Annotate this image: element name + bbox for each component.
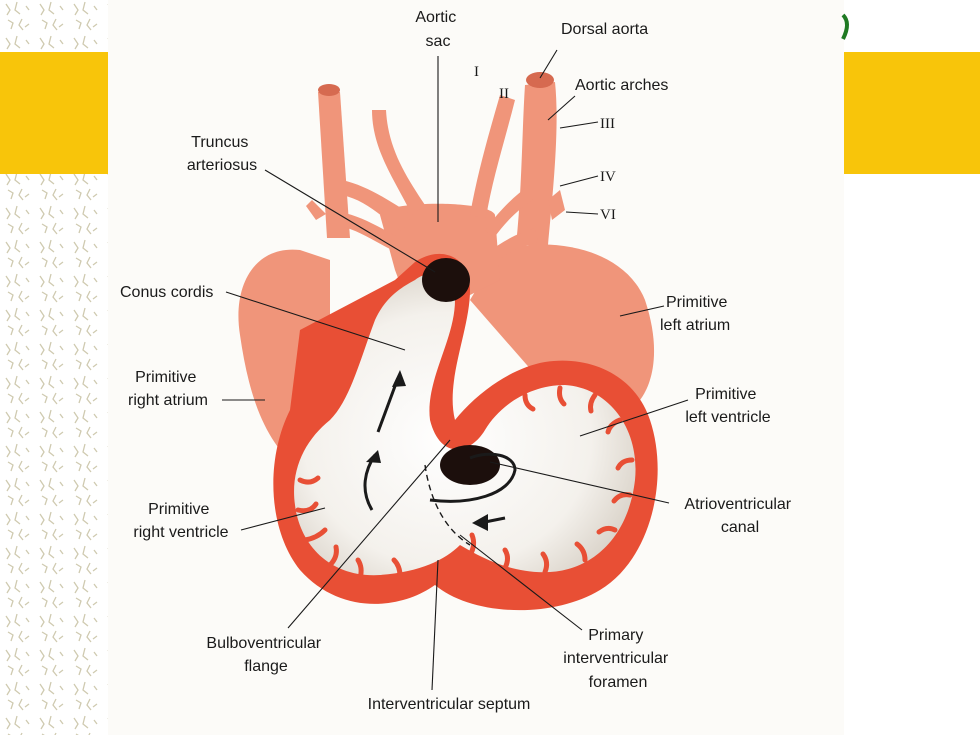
label-arch-ii: II — [499, 86, 509, 102]
arrow-heads — [366, 370, 488, 531]
label-bulboventricular-flange: Bulboventricular flange — [206, 635, 325, 675]
left-arches — [306, 84, 425, 250]
right-arches — [470, 72, 565, 262]
label-arch-iii: III — [600, 116, 615, 132]
label-aortic-sac: Aortic sac — [415, 9, 460, 50]
label-truncus: Truncus arteriosus — [187, 134, 257, 174]
corner-curl-icon — [841, 13, 849, 40]
label-left-ventricle: Primitive left ventricle — [685, 386, 770, 426]
label-arch-iv: IV — [600, 169, 616, 185]
label-aortic-arches: Aortic arches — [575, 77, 668, 94]
label-av-canal: Atrioventricular canal — [684, 496, 795, 536]
label-left-atrium: Primitive left atrium — [660, 294, 732, 334]
av-canal-opening — [440, 445, 500, 485]
label-arch-vi: VI — [600, 207, 616, 223]
label-dorsal-aorta: Dorsal aorta — [561, 21, 648, 38]
label-right-ventricle: Primitive right ventricle — [133, 501, 228, 541]
diagram-panel — [108, 0, 844, 735]
truncus-opening — [422, 258, 470, 302]
ventricle-lumen — [294, 273, 636, 576]
top-band-left — [0, 52, 110, 174]
top-band-right — [842, 52, 980, 174]
label-interventricular-septum: Interventricular septum — [368, 696, 531, 713]
label-primary-foramen: Primary interventricular foramen — [563, 627, 672, 691]
left-atrium-shape — [470, 244, 655, 400]
label-conus-cordis: Conus cordis — [120, 284, 213, 301]
label-right-atrium: Primitive right atrium — [128, 369, 208, 409]
trabeculae — [295, 385, 635, 581]
label-arch-i: I — [474, 64, 479, 80]
foramen-outline — [424, 464, 471, 546]
leader-lines — [222, 49, 689, 691]
